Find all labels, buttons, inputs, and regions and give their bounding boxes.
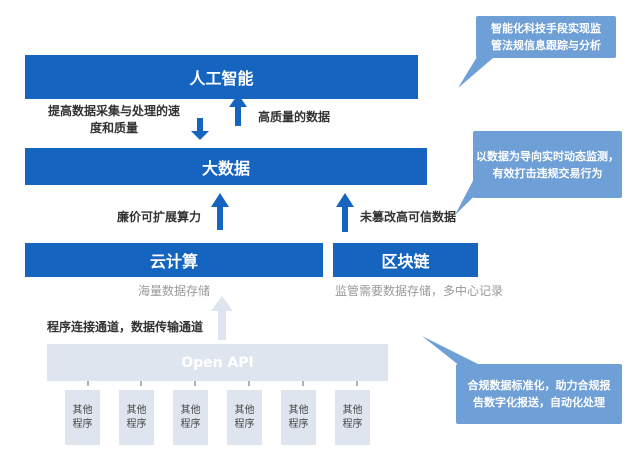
label-chain-up: 未篡改高可信数据 — [360, 210, 457, 224]
layer-blockchain: 区块链 — [333, 243, 478, 277]
program-line: 其他 — [288, 404, 309, 416]
program-line: 其他 — [342, 404, 363, 416]
program-line: 程序 — [126, 418, 147, 430]
program-box: 其他程序 — [65, 390, 100, 445]
callout-tail-1 — [458, 52, 500, 88]
label-ai-up: 高质量的数据 — [258, 110, 331, 124]
callout-ai: 智能化科技手段实现监管法规信息跟踪与分析 — [476, 16, 616, 58]
label-line: 度和质量 — [90, 121, 139, 135]
program-line: 其他 — [72, 404, 93, 416]
label-chain-sub: 监管需要数据存储，多中心记录 — [335, 284, 504, 298]
layer-bigdata: 大数据 — [25, 148, 427, 185]
label-line: 提高数据采集与处理的速 — [48, 104, 181, 118]
label-cloud-up: 廉价可扩展算力 — [117, 210, 202, 224]
program-line: 程序 — [342, 418, 363, 430]
layer-ai: 人工智能 — [25, 55, 418, 99]
label-cloud-sub: 海量数据存储 — [138, 284, 211, 298]
callout-tail-3 — [422, 336, 490, 370]
callout-bigdata: 以数据为导向实时动态监测， 有效打击违规交易行为 — [473, 131, 622, 198]
callout-line: 有效打击违规交易行为 — [492, 166, 603, 180]
program-line: 其他 — [126, 404, 147, 416]
label-ai-down: 提高数据采集与处理的速 度和质量 — [48, 103, 180, 137]
callout-line: 以数据为导向实时动态监测， — [476, 149, 619, 163]
callout-line: 告数字化报送，自动化处理 — [473, 396, 605, 409]
layer-cloud: 云计算 — [25, 243, 323, 277]
program-line: 其他 — [234, 404, 255, 416]
callout-line: 管法规信息跟踪与分析 — [491, 39, 601, 52]
callout-line: 合规数据标准化，助力合规报 — [467, 379, 611, 392]
program-box: 其他程序 — [173, 390, 208, 445]
program-box: 其他程序 — [119, 390, 154, 445]
arrow-up-icon — [336, 193, 354, 232]
label-api-up: 程序连接通道，数据传输通道 — [47, 320, 204, 334]
callout-line: 智能化科技手段实现监 — [491, 22, 601, 35]
program-line: 程序 — [234, 418, 255, 430]
program-line: 程序 — [288, 418, 309, 430]
arrow-up-icon — [211, 193, 229, 230]
program-box: 其他程序 — [227, 390, 262, 445]
program-box: 其他程序 — [281, 390, 316, 445]
arrow-up-light-icon — [211, 296, 233, 340]
callout-blockchain: 合规数据标准化，助力合规报告数字化报送，自动化处理 — [456, 364, 622, 424]
program-line: 程序 — [72, 418, 93, 430]
program-line: 程序 — [180, 418, 201, 430]
arrow-up-icon — [229, 94, 247, 126]
layer-open-api: Open API — [47, 344, 388, 381]
program-line: 其他 — [180, 404, 201, 416]
arrow-down-icon — [191, 118, 209, 140]
program-box: 其他程序 — [335, 390, 370, 445]
